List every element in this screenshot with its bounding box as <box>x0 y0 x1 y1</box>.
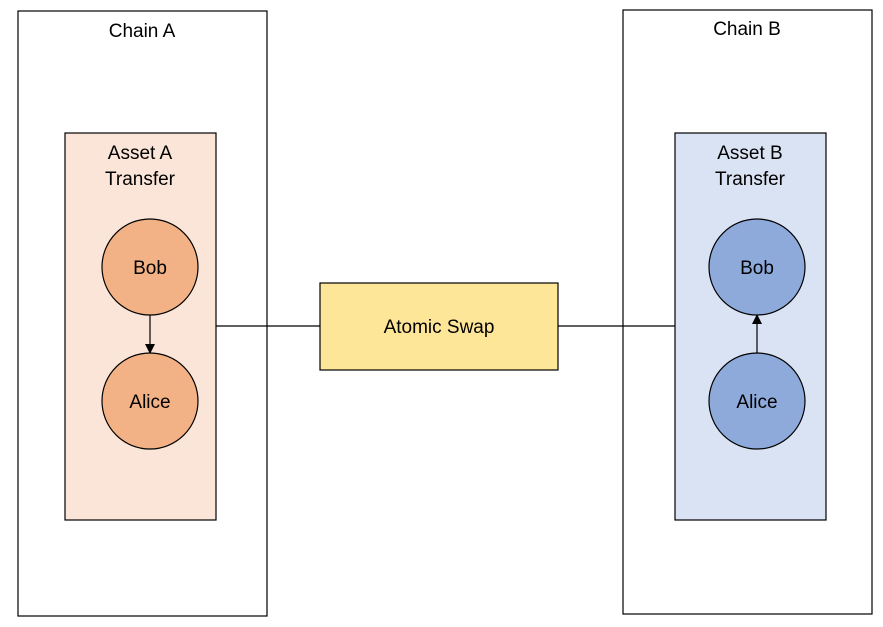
chain-b-alice-node <box>708 352 806 450</box>
asset-a-transfer-title-line2: Transfer <box>105 169 176 190</box>
chain-a-bob-label: Bob <box>133 258 167 279</box>
chain-b-bob-node <box>708 218 806 316</box>
atomic-swap: Atomic Swap <box>319 282 559 371</box>
chain-a-alice-label: Alice <box>129 392 170 413</box>
chain-b: Chain B Asset B Transfer Bob Alice <box>622 9 873 615</box>
atomic-swap-label: Atomic Swap <box>384 317 495 338</box>
asset-b-transfer-box <box>674 132 827 521</box>
chain-a: Chain A Asset A Transfer Bob Alice <box>17 10 268 617</box>
chain-a-title: Chain A <box>109 21 176 42</box>
chain-b-alice-label: Alice <box>736 392 777 413</box>
asset-b-transfer-title-line1: Asset B <box>717 143 782 164</box>
chain-a-bob-node <box>101 218 199 316</box>
chain-a-alice-node <box>101 352 199 450</box>
asset-a-transfer: Asset A Transfer Bob Alice <box>64 132 217 521</box>
asset-b-transfer-title-line2: Transfer <box>715 169 786 190</box>
atomic-swap-box <box>319 282 559 371</box>
chain-b-bob-label: Bob <box>740 258 774 279</box>
chain-b-title: Chain B <box>713 19 781 40</box>
asset-a-transfer-title-line1: Asset A <box>108 143 173 164</box>
asset-a-transfer-box <box>64 132 217 521</box>
asset-b-transfer: Asset B Transfer Bob Alice <box>674 132 827 521</box>
